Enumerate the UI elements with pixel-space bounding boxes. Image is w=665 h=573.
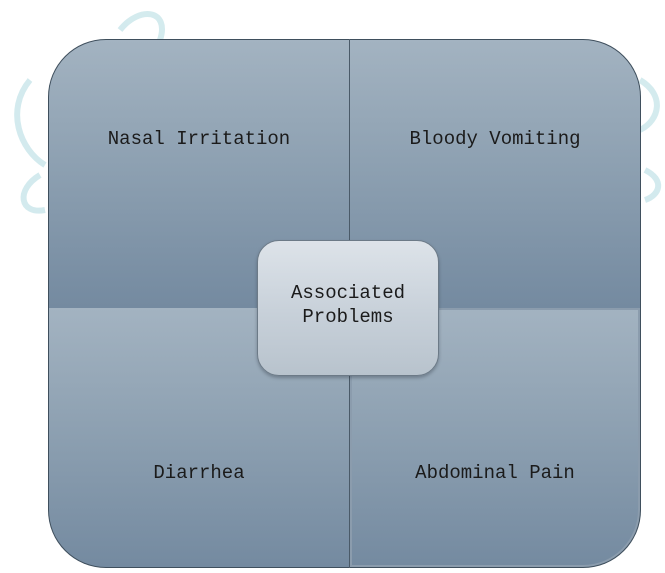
quadrant-label-nasal-irritation: Nasal Irritation [108, 128, 290, 150]
quadrant-label-bloody-vomiting: Bloody Vomiting [409, 128, 580, 150]
quadrant-label-abdominal-pain: Abdominal Pain [415, 462, 575, 484]
center-title: Associated Problems [291, 281, 405, 329]
center-box-associated-problems: Associated Problems [257, 240, 439, 376]
center-title-line-1: Associated [291, 281, 405, 305]
quadrant-label-diarrhea: Diarrhea [153, 462, 244, 484]
center-title-line-2: Problems [291, 305, 405, 329]
